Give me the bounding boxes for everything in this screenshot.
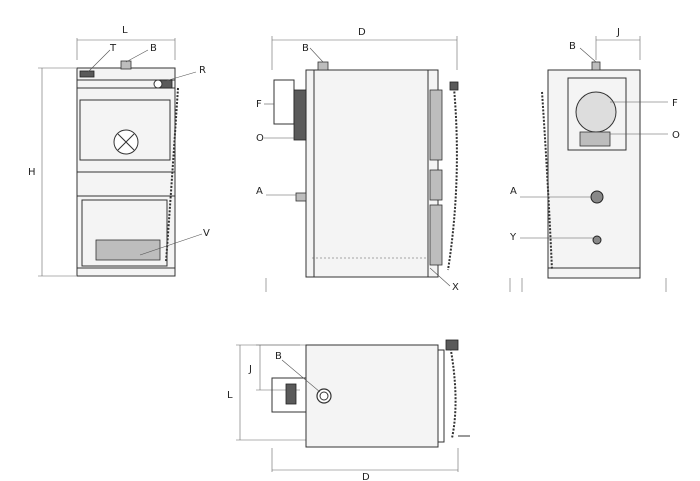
front-view: L H T B R V [28, 25, 210, 277]
rear-callout-f: F [672, 98, 678, 109]
side-view: D B F O A X [256, 27, 459, 293]
top-dim-d: D [362, 472, 370, 481]
rear-callout-y: Y [509, 232, 517, 243]
front-callout-t: T [109, 43, 117, 54]
side-callout-o: O [256, 133, 264, 144]
front-callout-b: B [150, 43, 157, 54]
side-callout-f: F [256, 99, 262, 110]
rear-callout-o: O [672, 130, 680, 141]
top-dim-l: L [227, 390, 233, 401]
side-callout-b: B [302, 43, 309, 54]
front-dim-l: L [122, 25, 128, 36]
top-view: L J D B [227, 339, 470, 481]
front-dim-h: H [28, 167, 36, 178]
front-callout-v: V [203, 228, 210, 239]
side-callout-x: X [452, 282, 459, 293]
side-callout-a: A [256, 186, 263, 197]
rear-view: J B F O A Y [509, 27, 680, 292]
front-callout-r: R [199, 65, 206, 76]
rear-callout-b: B [569, 41, 576, 52]
top-callout-b: B [275, 351, 282, 362]
rear-dim-j: J [616, 27, 620, 38]
side-dim-d: D [358, 27, 366, 38]
rear-callout-a: A [510, 186, 517, 197]
top-dim-j: J [248, 364, 252, 375]
